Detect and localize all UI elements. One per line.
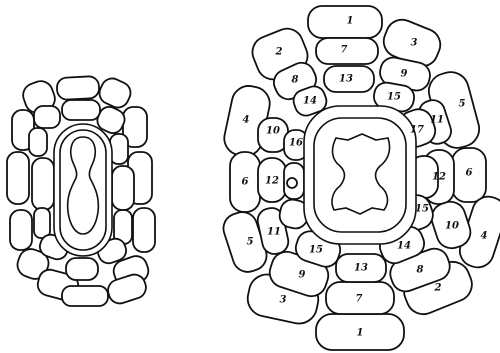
cell-label: 6 xyxy=(466,168,473,179)
cell xyxy=(133,208,155,252)
cell-label: 14 xyxy=(397,241,411,252)
cell-label: 3 xyxy=(411,38,418,49)
cell-label: 12 xyxy=(432,172,446,183)
cell xyxy=(29,128,47,156)
cell xyxy=(96,75,134,111)
cell xyxy=(34,208,50,238)
cell-label: 17 xyxy=(410,125,424,136)
cell xyxy=(7,152,29,204)
cell xyxy=(308,6,382,38)
cell-label: 15 xyxy=(387,92,401,103)
cell-label: 8 xyxy=(292,75,299,86)
cell-label: 15 xyxy=(415,204,429,215)
cell xyxy=(62,100,100,120)
cell-label: 11 xyxy=(267,227,281,238)
cell-label: 8 xyxy=(417,265,424,276)
cell-label: 1 xyxy=(357,328,364,339)
cell-label: 2 xyxy=(434,283,442,294)
cell xyxy=(287,178,297,188)
cell-label: 13 xyxy=(354,263,368,274)
cell-label: 4 xyxy=(243,115,250,126)
cell-label: 3 xyxy=(280,295,287,306)
cell-label: 9 xyxy=(299,270,306,281)
cell-label: 15 xyxy=(309,245,323,256)
cell-label: 6 xyxy=(242,177,249,188)
cell xyxy=(10,210,32,250)
cell-label: 7 xyxy=(356,294,363,305)
cell xyxy=(62,286,108,306)
cell xyxy=(112,166,134,210)
cell xyxy=(105,272,149,307)
cell xyxy=(32,158,54,210)
cell-label: 7 xyxy=(341,45,348,56)
cell-label: 9 xyxy=(401,69,408,80)
cell-label: 5 xyxy=(459,99,466,110)
cell xyxy=(66,258,98,280)
left-section xyxy=(7,75,155,306)
cell-label: 11 xyxy=(430,115,444,126)
cell-label: 14 xyxy=(303,96,317,107)
cell-label: 4 xyxy=(481,231,488,242)
cell-label: 13 xyxy=(339,74,353,85)
cell xyxy=(34,106,60,128)
right-section: 1 7 3 2 8 13 9 14 15 5 4 10 16 17 11 6 1… xyxy=(220,6,500,350)
cell-label: 2 xyxy=(275,47,283,58)
cell xyxy=(56,76,99,100)
cell-label: 5 xyxy=(247,237,254,248)
cell-label: 1 xyxy=(347,16,354,27)
cell-label: 12 xyxy=(265,176,279,187)
cell-label: 10 xyxy=(445,221,459,232)
cell-label: 10 xyxy=(266,126,280,137)
cell-label: 16 xyxy=(289,138,303,149)
central-cavity xyxy=(68,137,99,234)
